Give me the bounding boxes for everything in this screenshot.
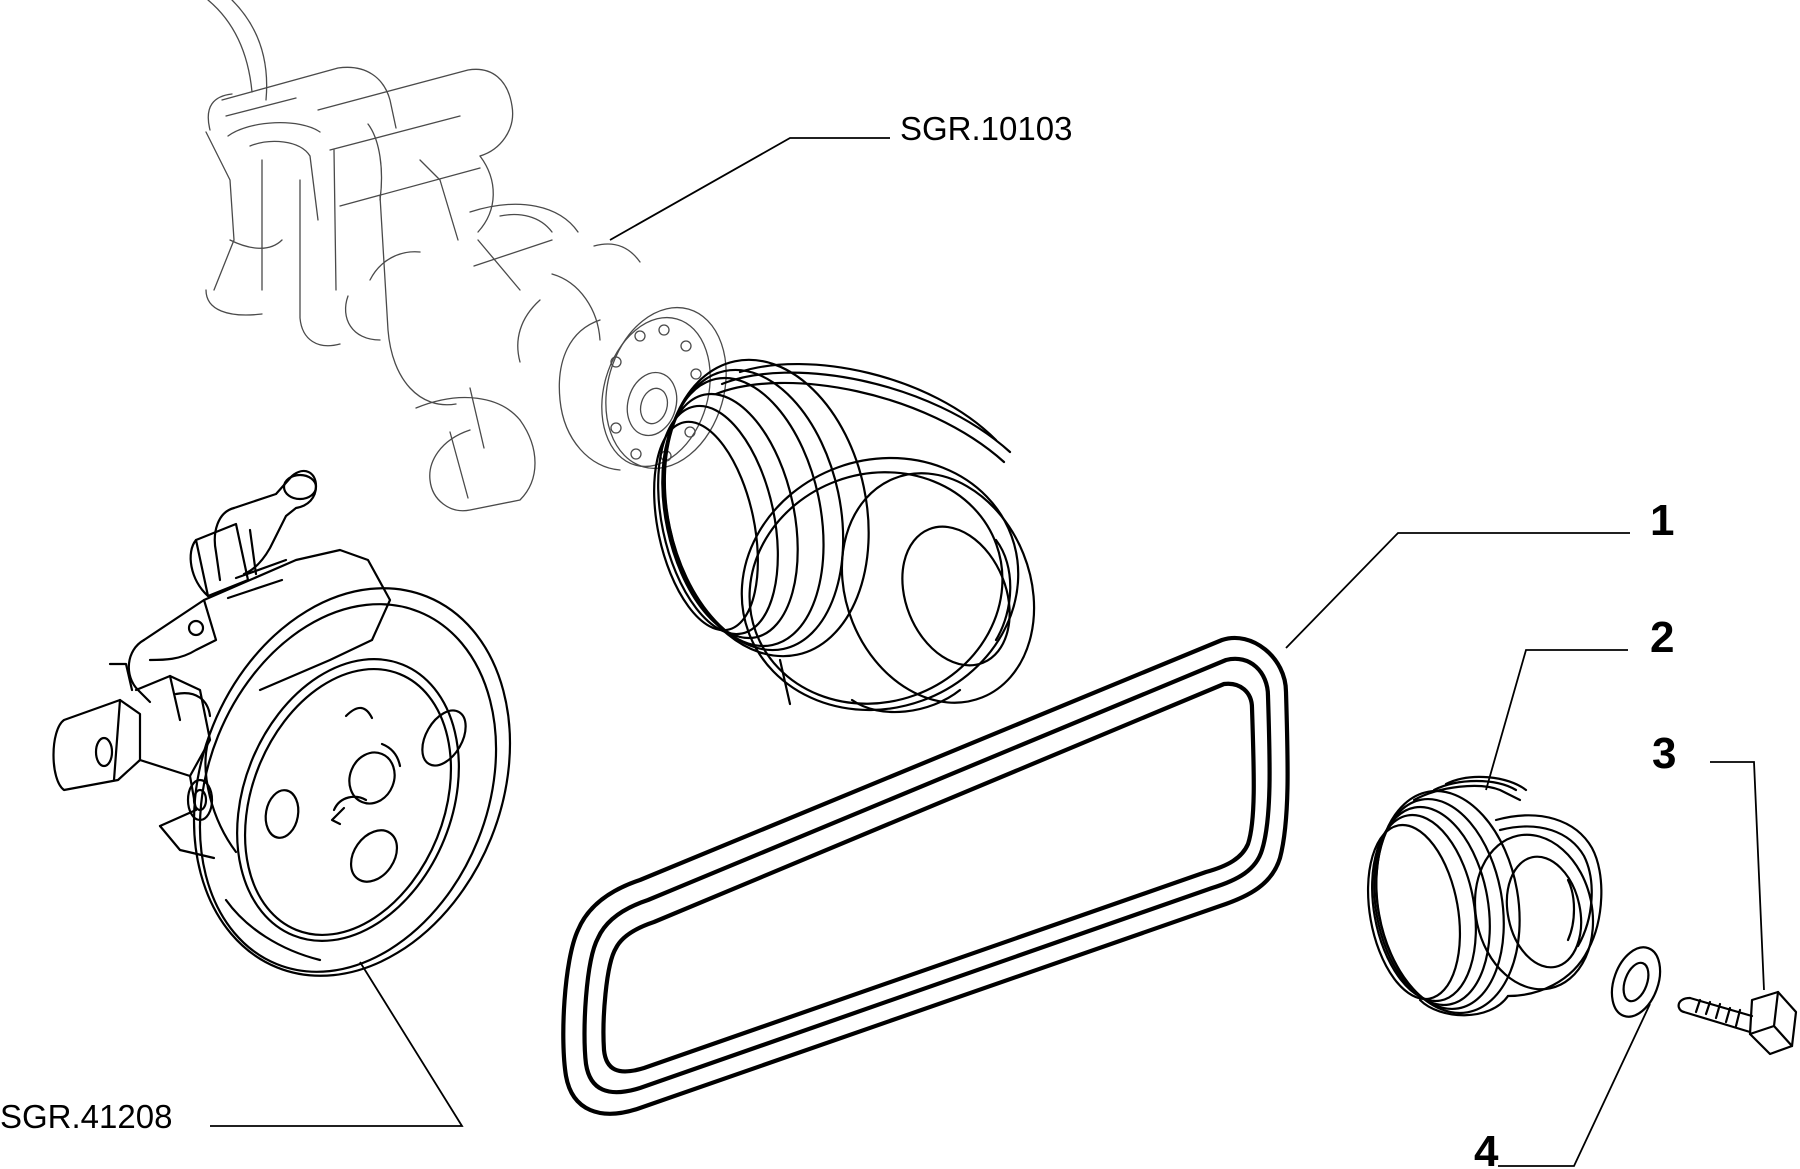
bolt-drawing: [1677, 990, 1798, 1056]
callout-3: 3: [1652, 729, 1676, 778]
callout-4: 4: [1474, 1127, 1499, 1169]
power-steering-pump-reference-label: SGR.41208: [0, 1098, 172, 1135]
leader-item-4: [1498, 1003, 1651, 1167]
pulley-drawing: [1366, 775, 1603, 1017]
callout-1: 1: [1650, 496, 1674, 545]
leader-item-3: [1710, 761, 1765, 991]
leader-item-2: [1485, 649, 1628, 791]
callout-2: 2: [1650, 613, 1674, 662]
drive-belt-drawing: [561, 636, 1290, 1116]
leader-item-1: [1285, 532, 1630, 649]
crankshaft-reference-label: SGR.10103: [900, 110, 1072, 147]
power-steering-pump-drawing: [52, 469, 512, 977]
crankshaft-pulley-drawing: [653, 358, 1036, 714]
leader-lines: [210, 137, 1765, 1167]
crankshaft-drawing: [205, 0, 727, 512]
leader-crankshaft: [609, 137, 890, 241]
leader-power-steering-pump: [210, 961, 464, 1127]
washer-drawing: [1610, 946, 1662, 1018]
